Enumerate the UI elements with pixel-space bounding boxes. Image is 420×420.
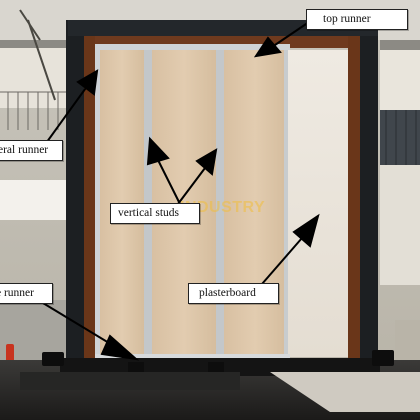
floor-board — [270, 372, 420, 412]
right-steel-column — [358, 22, 378, 362]
watermark-text: INDUSTRY — [180, 199, 266, 216]
arrow-stud-left-head — [146, 136, 170, 166]
left-balcony-wall — [0, 48, 70, 108]
left-balcony-slab — [0, 40, 70, 48]
label-plasterboard: plasterboard — [188, 283, 279, 304]
arrow-top-runner — [271, 19, 313, 48]
arrow-base-runner-head — [100, 334, 140, 361]
label-lateral-runner: eral runner — [0, 140, 64, 161]
top-steel-beam — [68, 20, 378, 36]
arrow-base-runner — [37, 299, 115, 347]
top-runner-track — [95, 44, 290, 50]
left-steel-column — [66, 20, 84, 360]
right-balcony-slab — [380, 40, 420, 50]
base-runner-track — [95, 354, 290, 360]
arrow-plasterboard — [261, 237, 303, 285]
arrow-plasterboard-head — [292, 213, 320, 248]
right-balcony-wall — [380, 50, 420, 110]
crane-arm — [27, 19, 56, 101]
right-door — [395, 320, 420, 360]
arrow-stud-right-head — [195, 148, 218, 176]
label-top-runner: top runner — [306, 9, 408, 30]
right-timber — [348, 36, 360, 358]
left-timber — [84, 36, 95, 358]
plasterboard-panel-3 — [224, 50, 286, 355]
lateral-runner-track — [95, 44, 100, 358]
arrow-stud-right — [177, 167, 206, 205]
right-railing — [385, 110, 417, 165]
annotation-arrows — [37, 19, 320, 361]
label-base-runner: e runner — [0, 283, 53, 304]
vertical-stud-2 — [216, 50, 224, 358]
vertical-stud-3 — [284, 50, 288, 358]
plasterboard-panel-2 — [152, 50, 216, 355]
arrow-lateral-runner-head — [76, 69, 99, 96]
crane-brace — [19, 9, 41, 41]
right-dark-panel — [380, 110, 420, 165]
left-railing — [0, 91, 70, 130]
right-wall — [380, 165, 420, 285]
arrow-lateral-runner — [43, 84, 89, 147]
plasterboard-panel-1 — [100, 50, 144, 355]
floor-clamps — [42, 350, 394, 372]
arrow-stud-left — [157, 159, 181, 205]
floor-plate — [20, 372, 240, 390]
left-light-window — [0, 180, 70, 220]
white-plasterboard — [288, 50, 348, 357]
arrow-top-runner-head — [253, 36, 282, 58]
label-vertical-studs: vertical studs — [110, 203, 200, 224]
